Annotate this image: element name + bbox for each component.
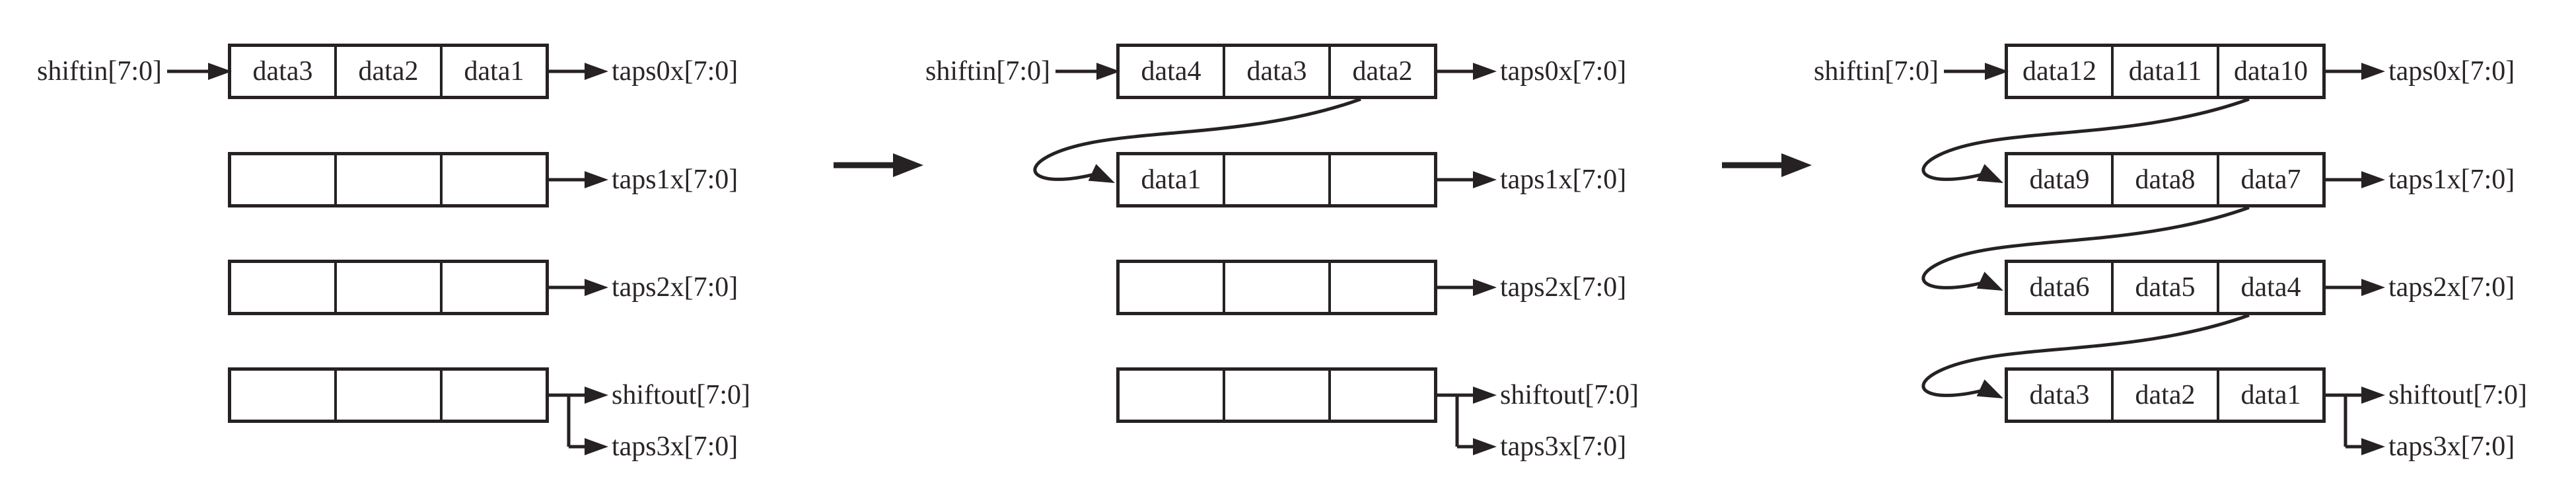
register-stage-1: shiftin[7:0] data3 data2 data1 taps0x[7:… — [37, 0, 750, 485]
shiftin-label: shiftin[7:0] — [37, 56, 162, 87]
register-cell: data1 — [1120, 155, 1225, 204]
taps1x-label: taps1x[7:0] — [2388, 165, 2515, 195]
register-row: data4 data3 data2 — [1116, 44, 1437, 99]
output-arrow-icon — [2326, 279, 2385, 296]
taps1x-label: taps1x[7:0] — [612, 165, 738, 195]
taps0x-label: taps0x[7:0] — [1500, 56, 1627, 87]
register-row: data1 — [1116, 152, 1437, 207]
taps1x-label: taps1x[7:0] — [1500, 165, 1627, 195]
register-cell: data12 — [2008, 47, 2114, 96]
register-cell — [231, 155, 337, 204]
register-cell — [337, 263, 443, 312]
output-arrow-icon — [549, 63, 608, 80]
output-arrow-icon — [549, 171, 608, 188]
output-arrow-icon — [549, 279, 608, 296]
taps3x-label: taps3x[7:0] — [612, 431, 738, 462]
register-cell — [443, 263, 546, 312]
input-arrow-icon — [1055, 63, 1120, 80]
shiftout-branch-connector — [2326, 387, 2385, 455]
output-arrow-icon — [2326, 63, 2385, 80]
register-cell — [443, 371, 546, 420]
shiftin-label: shiftin[7:0] — [925, 56, 1050, 87]
register-cell: data3 — [2008, 371, 2114, 420]
shiftout-label: shiftout[7:0] — [612, 380, 750, 410]
input-arrow-icon — [167, 63, 232, 80]
register-cell: data8 — [2114, 155, 2219, 204]
register-cell — [1225, 155, 1331, 204]
register-cell — [1225, 263, 1331, 312]
register-cell: data7 — [2240, 165, 2301, 195]
register-cell: data2 — [337, 47, 443, 96]
taps2x-label: taps2x[7:0] — [1500, 272, 1627, 303]
register-cell — [1225, 371, 1331, 420]
register-cell: data4 — [1120, 47, 1225, 96]
register-row — [228, 152, 549, 207]
shiftout-branch-connector — [1437, 387, 1497, 455]
register-cell — [231, 263, 337, 312]
register-cell: data2 — [1352, 56, 1413, 87]
register-cell — [1331, 371, 1434, 420]
shiftout-label: shiftout[7:0] — [1500, 380, 1639, 410]
output-arrow-icon — [1437, 63, 1497, 80]
register-cell: data10 — [2234, 56, 2308, 87]
register-cell: data11 — [2114, 47, 2219, 96]
input-arrow-icon — [1944, 63, 2009, 80]
output-arrow-icon — [1437, 171, 1497, 188]
shiftout-branch-connector — [549, 387, 608, 455]
register-row: data9 data8 data7 — [2005, 152, 2326, 207]
taps3x-label: taps3x[7:0] — [2388, 431, 2515, 462]
register-row — [228, 260, 549, 315]
register-cell: data5 — [2114, 263, 2219, 312]
register-cell — [443, 155, 546, 204]
shiftin-label: shiftin[7:0] — [1814, 56, 1939, 87]
register-stage-2: shiftin[7:0] data4 data3 data2 data1 tap… — [925, 0, 1639, 485]
register-cell — [337, 155, 443, 204]
shiftout-label: shiftout[7:0] — [2388, 380, 2527, 410]
taps2x-label: taps2x[7:0] — [2388, 272, 2515, 303]
taps0x-label: taps0x[7:0] — [2388, 56, 2515, 87]
register-cell — [231, 371, 337, 420]
register-cell: data1 — [2240, 380, 2301, 410]
register-cell — [1120, 371, 1225, 420]
register-cell: data9 — [2008, 155, 2114, 204]
register-row — [1116, 367, 1437, 423]
register-row — [228, 367, 549, 423]
register-stage-3: shiftin[7:0] data12 data11 data10 data9 … — [1814, 0, 2527, 485]
taps2x-label: taps2x[7:0] — [612, 272, 738, 303]
register-row: data3 data2 data1 — [228, 44, 549, 99]
register-cell — [1120, 263, 1225, 312]
register-cell: data3 — [1225, 47, 1331, 96]
register-cell: data2 — [2114, 371, 2219, 420]
register-cell — [1331, 263, 1434, 312]
register-cell: data6 — [2008, 263, 2114, 312]
register-cell: data3 — [231, 47, 337, 96]
register-cell — [337, 371, 443, 420]
register-row: data3 data2 data1 — [2005, 367, 2326, 423]
output-arrow-icon — [1437, 279, 1497, 296]
register-row — [1116, 260, 1437, 315]
taps0x-label: taps0x[7:0] — [612, 56, 738, 87]
register-cell: data4 — [2240, 272, 2301, 303]
register-cell — [1331, 155, 1434, 204]
taps3x-label: taps3x[7:0] — [1500, 431, 1627, 462]
register-cell: data1 — [464, 56, 524, 87]
register-row: data6 data5 data4 — [2005, 260, 2326, 315]
register-row: data12 data11 data10 — [2005, 44, 2326, 99]
output-arrow-icon — [2326, 171, 2385, 188]
